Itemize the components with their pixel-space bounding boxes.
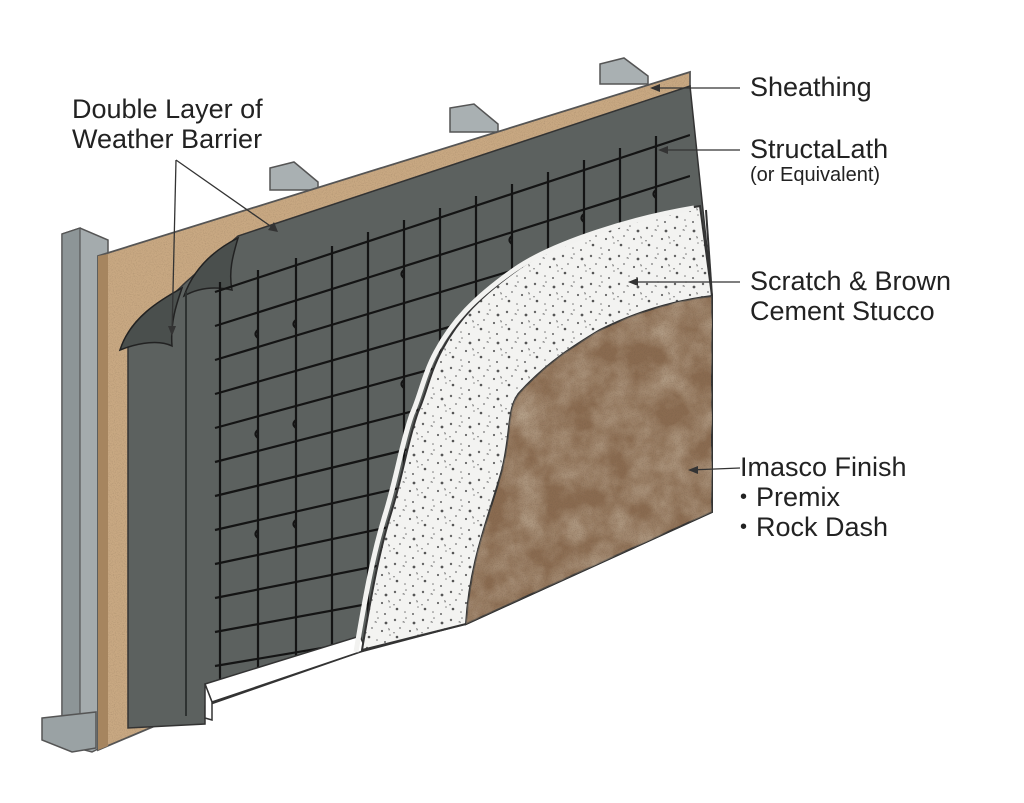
callout-structalath-name: StructaLath <box>750 134 889 164</box>
callout-weather-barrier-line2: Weather Barrier <box>72 124 263 155</box>
callout-cement-stucco-line2: Cement Stucco <box>750 296 935 327</box>
callout-structalath: StructaLath (or Equivalent) <box>750 134 888 187</box>
callout-weather-barrier: Double Layer of Weather Barrier <box>72 94 263 154</box>
callout-sheathing: Sheathing <box>750 72 872 102</box>
callout-structalath-note: (or Equivalent) <box>750 164 881 187</box>
left-steel-stud <box>41 227 109 753</box>
callout-finish-item-premix: Premix <box>740 482 907 512</box>
leader-arrowheads <box>168 84 698 474</box>
callout-imasco-finish-title: Imasco Finish <box>740 452 907 482</box>
callout-cement-stucco: Scratch & Brown Cement Stucco <box>750 266 951 326</box>
steel-stud-icon <box>269 57 649 191</box>
callout-weather-barrier-line1: Double Layer of <box>72 94 263 124</box>
leader-lines <box>171 87 741 471</box>
callout-finish-item-rock-dash: Rock Dash <box>740 512 907 542</box>
leader-finish <box>689 467 741 471</box>
callout-sheathing-label: Sheathing <box>750 72 872 102</box>
callout-imasco-finish: Imasco Finish Premix Rock Dash <box>740 452 907 543</box>
leader-barrier-b <box>175 159 277 231</box>
leader-barrier-a <box>171 159 177 335</box>
callout-cement-stucco-line1: Scratch & Brown <box>750 266 952 296</box>
